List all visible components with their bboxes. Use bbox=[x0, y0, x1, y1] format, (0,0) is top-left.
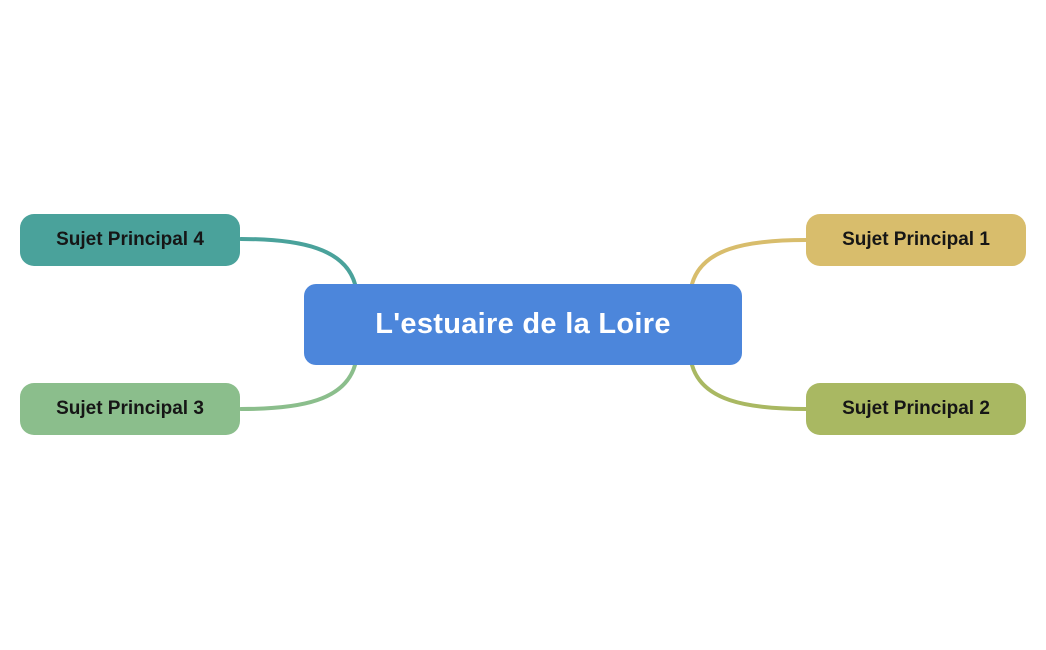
branch-node-3[interactable]: Sujet Principal 3 bbox=[20, 383, 240, 435]
connector-branch-3 bbox=[239, 363, 357, 411]
branch-node-2-label: Sujet Principal 2 bbox=[842, 398, 990, 419]
branch-node-1[interactable]: Sujet Principal 1 bbox=[806, 214, 1026, 266]
branch-node-1-label: Sujet Principal 1 bbox=[842, 229, 990, 250]
branch-node-4[interactable]: Sujet Principal 4 bbox=[20, 214, 240, 266]
branch-node-4-label: Sujet Principal 4 bbox=[56, 229, 204, 250]
branch-node-2[interactable]: Sujet Principal 2 bbox=[806, 383, 1026, 435]
branch-node-3-label: Sujet Principal 3 bbox=[56, 398, 204, 419]
connector-branch-1 bbox=[690, 238, 808, 286]
central-topic-node[interactable]: L'estuaire de la Loire bbox=[304, 284, 742, 365]
central-topic-label: L'estuaire de la Loire bbox=[375, 308, 671, 340]
connector-branch-2 bbox=[690, 363, 808, 411]
connector-branch-4 bbox=[239, 237, 357, 286]
